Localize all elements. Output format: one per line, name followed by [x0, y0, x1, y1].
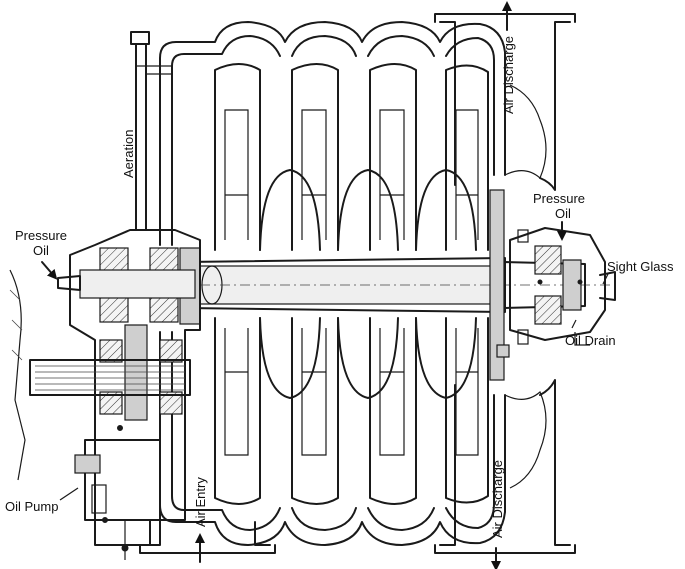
aeration-pipe [130, 31, 172, 231]
impeller-stages-lower [214, 317, 489, 505]
pressure-oil-left-arrow [41, 261, 58, 280]
pressure-oil-right-label-line2: Oil [555, 206, 571, 221]
flow-arrows [41, 1, 609, 569]
oil-drain-label: Oil Drain [565, 333, 616, 348]
oil-pump-leader [59, 487, 79, 501]
air-discharge-top-label: Air Discharge [501, 36, 516, 114]
air-entry-label: Air Entry [193, 477, 208, 527]
oil-drain-leader [571, 319, 577, 329]
left-gearbox [9, 229, 201, 560]
impeller-stages-upper [214, 63, 489, 251]
oil-pump-label: Oil Pump [5, 499, 58, 514]
air-discharge-bottom-label: Air Discharge [490, 460, 505, 538]
sight-glass-label: Sight Glass [607, 259, 674, 274]
pressure-oil-left-label-line2: Oil [33, 243, 49, 258]
aeration-label: Aeration [121, 130, 136, 178]
right-bearing-housing [496, 227, 616, 358]
pressure-oil-right-label-line1: Pressure [533, 191, 585, 206]
pressure-oil-left-label-line1: Pressure [15, 228, 67, 243]
outer-casing [139, 13, 576, 554]
sight-glass-leader [602, 273, 609, 285]
